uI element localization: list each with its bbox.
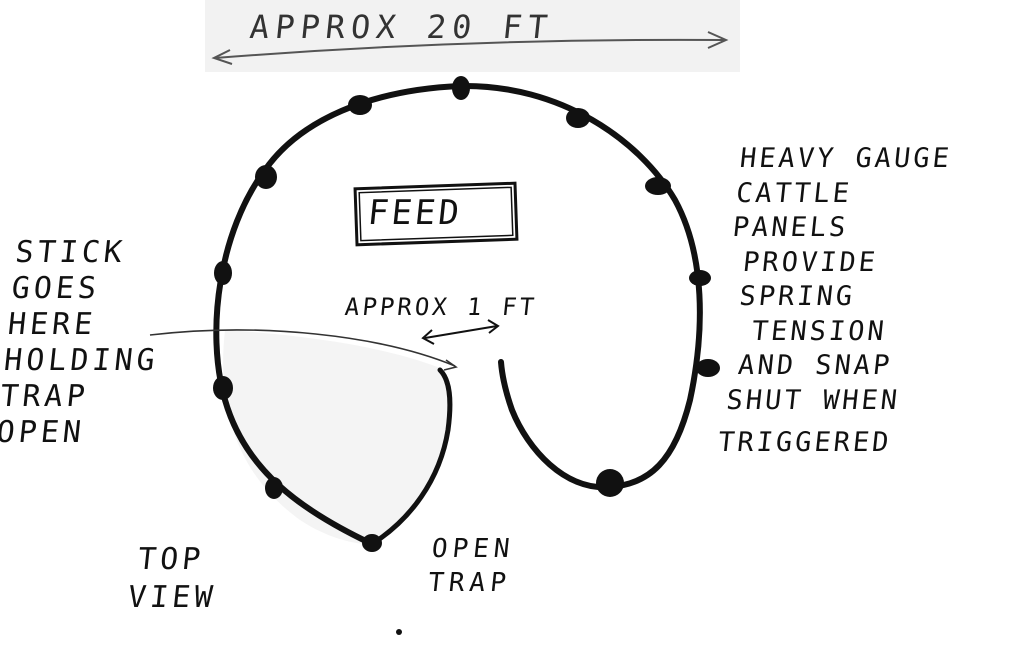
panel-clip: [348, 95, 372, 115]
panels-note: HEAVY GAUGE CATTLE PANELS PROVIDE SPRING…: [708, 142, 954, 461]
panel-clip: [214, 261, 232, 285]
stick-note-line: TRAP: [0, 379, 91, 414]
stick-note-line: HERE: [6, 307, 99, 342]
feed-box: [353, 181, 519, 247]
panel-clip: [213, 376, 233, 400]
gap-arrow: [421, 319, 500, 345]
panels-note-line: SHUT WHEN: [724, 384, 902, 416]
stick-note-line: HOLDING: [2, 343, 161, 378]
view-label-line: VIEW: [126, 580, 219, 615]
panel-clip: [255, 165, 277, 189]
panel-clip: [452, 76, 470, 100]
shaded-area: [223, 330, 450, 545]
view-label: TOP VIEW: [126, 541, 222, 617]
open-trap-label-line: TRAP: [426, 568, 513, 598]
trap-inner-arm: [369, 367, 453, 547]
panels-note-line: AND SNAP: [736, 350, 894, 381]
panels-note-line: SPRING: [737, 281, 857, 312]
width-arrow: [211, 31, 729, 65]
stick-note-line: STICK: [13, 235, 128, 270]
width-label: APPROX 20 FT: [248, 8, 556, 46]
stick-note-line: OPEN: [0, 415, 87, 450]
stick-note-line: GOES: [9, 271, 102, 306]
open-trap-label-line: OPEN: [430, 534, 516, 564]
panels-note-line: CATTLE: [734, 177, 854, 209]
panel-clip: [566, 108, 590, 128]
panels-note-line: TRIGGERED: [716, 427, 894, 458]
feed-label: FEED: [365, 193, 464, 233]
trap-outline: [213, 82, 703, 547]
panel-clip: [689, 270, 711, 286]
stick-note: STICK GOES HERE HOLDING TRAP OPEN: [0, 235, 172, 451]
panels-note-line: PANELS: [731, 212, 850, 243]
panel-clip: [596, 469, 624, 497]
panels-note-line: PROVIDE: [741, 246, 880, 278]
scan-strip: [205, 0, 740, 72]
panels-note-line: HEAVY GAUGE: [738, 143, 954, 174]
stray-mark: [396, 629, 402, 635]
panel-clip: [696, 359, 720, 377]
panel-clips: [213, 76, 720, 552]
panel-clip: [362, 534, 382, 552]
gap-label: APPROX 1 FT: [343, 293, 539, 321]
panel-clip: [265, 477, 283, 499]
panels-note-line: TENSION: [750, 315, 889, 347]
panel-clip: [645, 177, 671, 195]
stick-pointer: [149, 329, 456, 367]
open-trap-label: OPEN TRAP: [426, 532, 516, 600]
view-label-line: TOP: [136, 542, 207, 577]
